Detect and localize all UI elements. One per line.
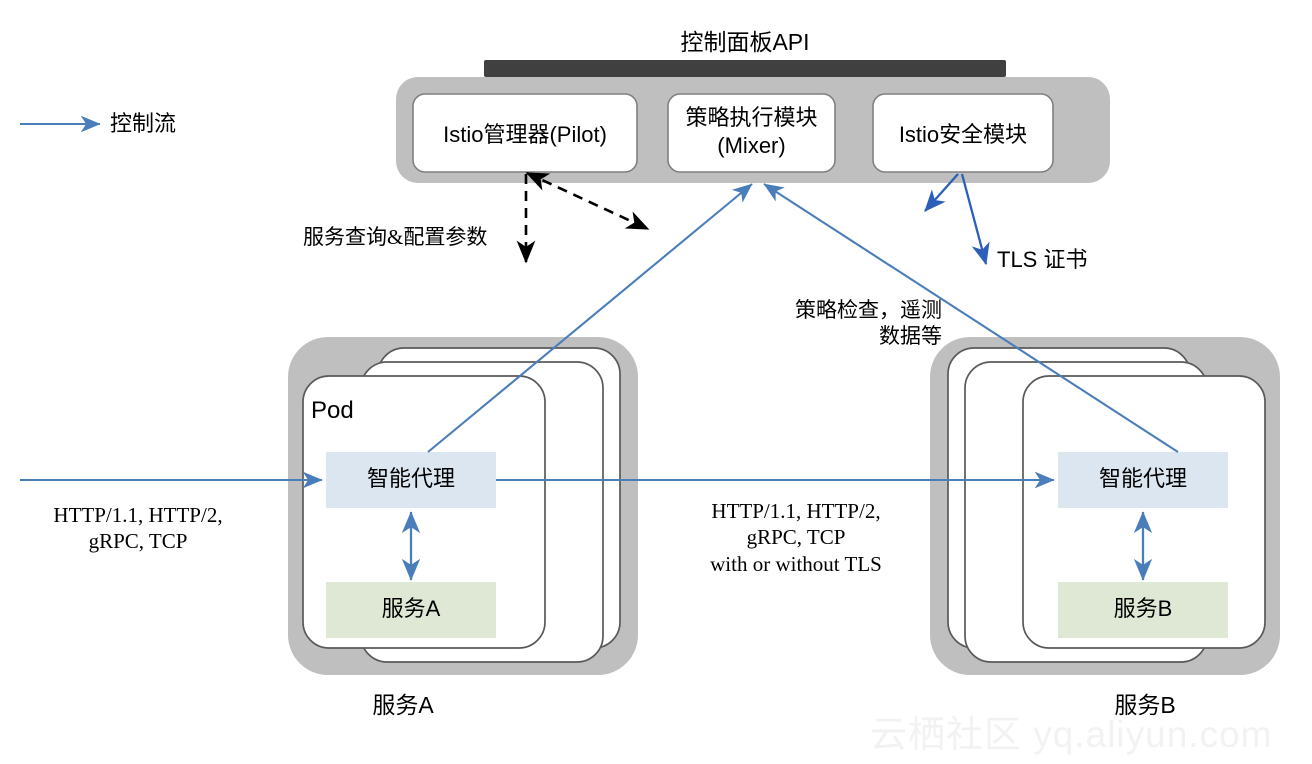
pod-a-caption: 服务A [372, 692, 434, 718]
policy-annotation: 策略检查，遥测 数据等 [795, 298, 942, 349]
control-plane-module-box-pilot[interactable] [412, 93, 638, 173]
legend-label: 控制流 [110, 111, 177, 136]
pod-b-proxy-label: 智能代理 [1098, 466, 1187, 491]
module-label-mixer: 策略执行模块 (Mixer) [685, 105, 818, 158]
pod-a-label: Pod [311, 397, 354, 424]
module-label-pilot: Istio管理器(Pilot) [443, 122, 607, 147]
pod-b-service-label: 服务B [1113, 596, 1173, 621]
pod-a-proxy-label: 智能代理 [366, 466, 455, 491]
watermark: 云栖社区 yq.aliyun.com [870, 714, 1273, 755]
pod-a-service-label: 服务A [381, 596, 441, 621]
control-plane-module-box-mixer[interactable] [667, 93, 836, 173]
pod-a-proxy-box [326, 452, 496, 508]
pod-b-group [930, 337, 1280, 675]
security-cert-arrow-tls [960, 173, 990, 266]
pilot-config-arrow-diagonal [525, 171, 650, 231]
pod-a-service-box [326, 582, 496, 638]
module-label-security: Istio安全模块 [898, 122, 1028, 147]
pod-b-caption: 服务B [1114, 692, 1176, 718]
pod-b-service-box [1058, 582, 1228, 638]
pod-a-group [288, 337, 638, 675]
proxy-a-to-mixer-arrow [427, 183, 753, 453]
security-cert-arrow-left [924, 173, 959, 212]
control-panel-api-bar [484, 60, 1006, 77]
inter-service-protocol-label: HTTP/1.1, HTTP/2, gRPC, TCP with or with… [710, 499, 882, 576]
config-annotation: 服务查询&配置参数 [303, 225, 488, 249]
page-title: 控制面板API [680, 29, 810, 55]
proxy-b-to-mixer-arrow [763, 183, 1179, 453]
pod-b-proxy-box [1058, 452, 1228, 508]
control-plane-module-box-security[interactable] [872, 93, 1054, 173]
tls-annotation: TLS 证书 [997, 247, 1088, 272]
ingress-protocol-label: HTTP/1.1, HTTP/2, gRPC, TCP [53, 503, 223, 554]
